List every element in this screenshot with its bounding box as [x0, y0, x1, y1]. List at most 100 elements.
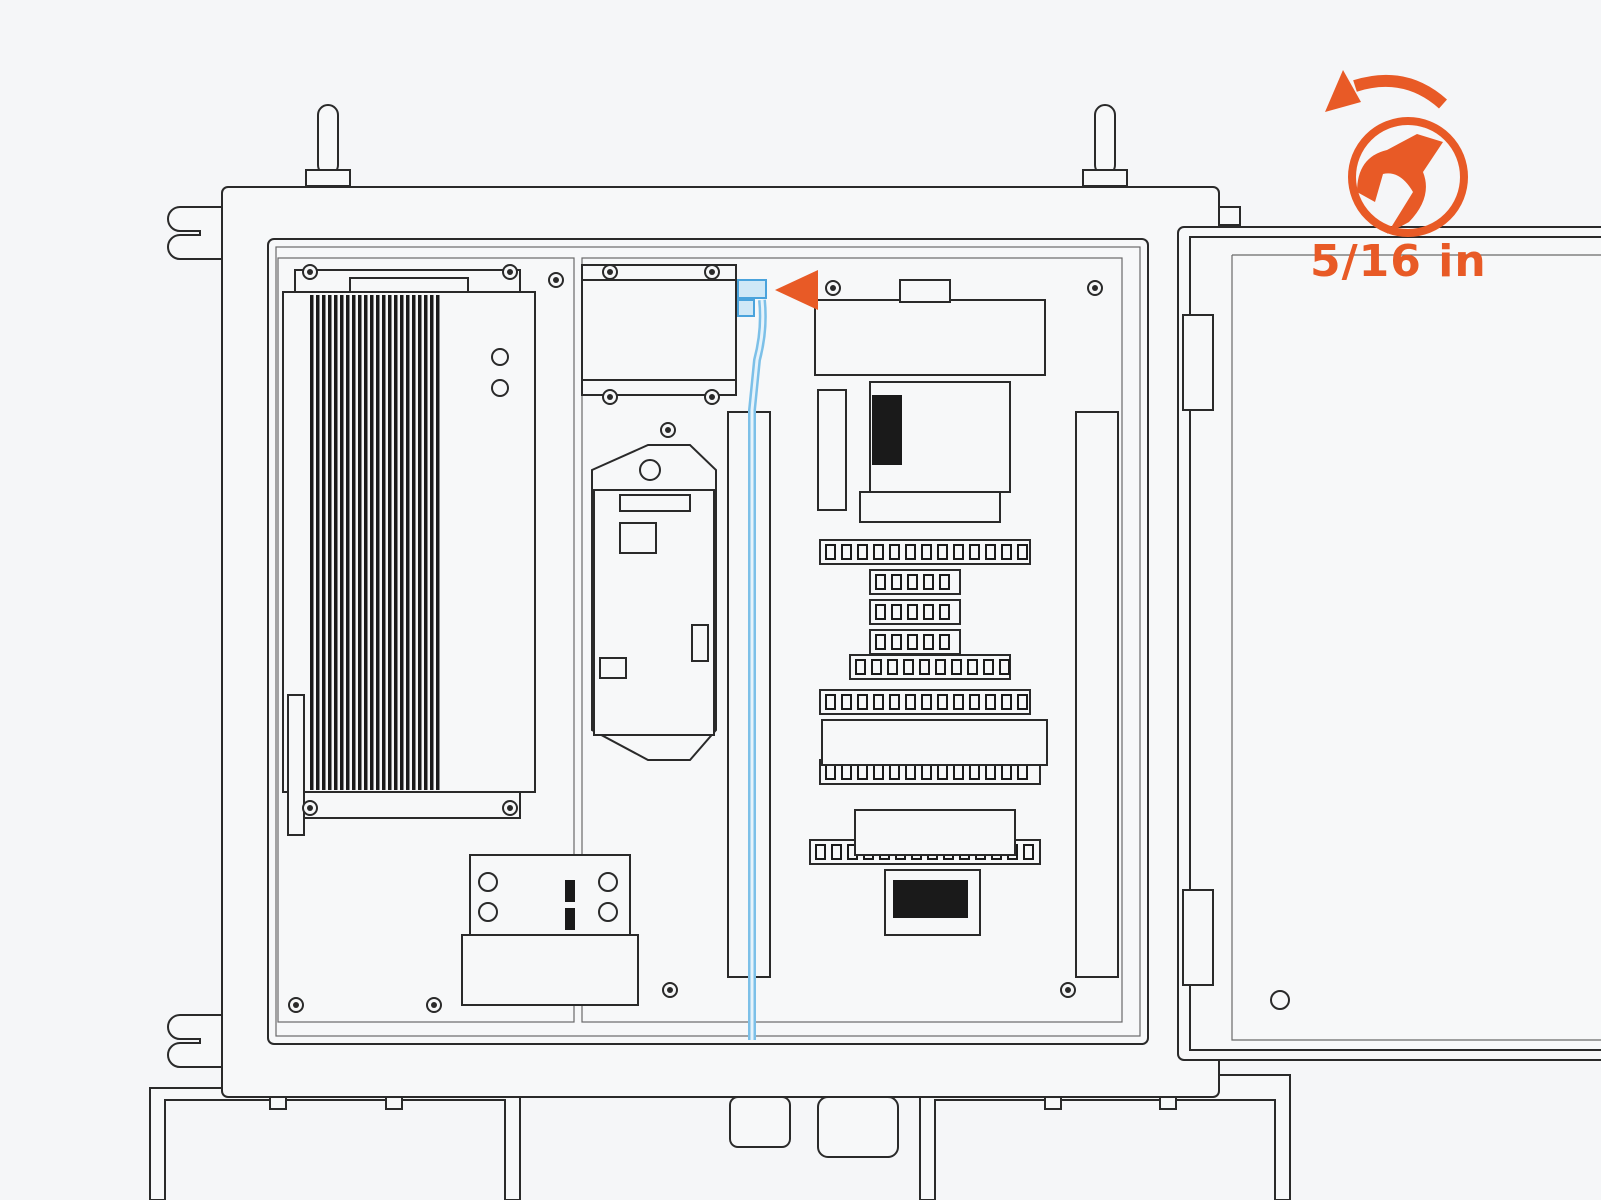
screw-center	[830, 285, 836, 291]
terminal-block-row	[869, 569, 961, 595]
screw-center	[1065, 987, 1071, 993]
terminal	[907, 604, 918, 620]
heatsink-fin	[316, 295, 320, 790]
terminal	[983, 659, 994, 675]
screw-center	[431, 1002, 437, 1008]
heatsink-fin	[346, 295, 350, 790]
terminal	[1023, 844, 1034, 860]
enclosure-door	[1177, 226, 1601, 1061]
screw-center	[607, 394, 613, 400]
terminal-block-row	[869, 629, 961, 655]
terminal	[857, 694, 868, 710]
heatsink-fin	[310, 295, 314, 790]
screw-center	[553, 277, 559, 283]
heatsink-fin	[352, 295, 356, 790]
terminal	[841, 544, 852, 560]
terminal	[905, 544, 916, 560]
comm-module	[581, 264, 737, 396]
heatsink-fin	[334, 295, 338, 790]
heatsink-fin	[436, 295, 440, 790]
heatsink-fin	[364, 295, 368, 790]
terminal	[953, 544, 964, 560]
terminal	[923, 604, 934, 620]
terminal	[939, 604, 950, 620]
screw-center	[307, 805, 313, 811]
terminal	[815, 844, 826, 860]
terminal	[857, 544, 868, 560]
terminal	[887, 659, 898, 675]
power-supply-heatsink	[282, 269, 536, 836]
terminal	[825, 544, 836, 560]
terminal	[953, 694, 964, 710]
terminal	[907, 574, 918, 590]
screw-center	[1092, 285, 1098, 291]
terminal	[937, 694, 948, 710]
terminal	[923, 634, 934, 650]
screw-center	[307, 269, 313, 275]
terminal	[923, 574, 934, 590]
terminal	[1017, 694, 1028, 710]
terminal	[891, 604, 902, 620]
terminal	[875, 634, 886, 650]
backplate-screws	[288, 264, 1103, 1013]
triangle-pointer-icon	[775, 270, 818, 310]
terminal	[1017, 544, 1028, 560]
terminal	[985, 544, 996, 560]
terminal	[873, 694, 884, 710]
heatsink-fin	[340, 295, 344, 790]
terminal-block-row	[869, 599, 961, 625]
heatsink-fin	[430, 295, 434, 790]
terminal	[937, 544, 948, 560]
terminal	[891, 574, 902, 590]
heatsink-fin	[412, 295, 416, 790]
screw-center	[667, 987, 673, 993]
terminal	[905, 694, 916, 710]
antenna-cable	[737, 279, 767, 1040]
heatsink-fin	[400, 295, 404, 790]
terminal	[939, 634, 950, 650]
heatsink-fin	[382, 295, 386, 790]
tool-instruction	[1325, 70, 1468, 237]
terminal	[875, 574, 886, 590]
counterclockwise-arrow-icon	[1325, 70, 1447, 112]
terminal	[969, 544, 980, 560]
terminal	[1001, 544, 1012, 560]
terminal	[841, 694, 852, 710]
terminal	[907, 634, 918, 650]
heatsink-fin	[418, 295, 422, 790]
heatsink-fin	[376, 295, 380, 790]
screw-center	[607, 269, 613, 275]
terminal	[919, 659, 930, 675]
terminal	[873, 544, 884, 560]
screw-center	[507, 805, 513, 811]
terminal	[939, 574, 950, 590]
terminal	[1001, 694, 1012, 710]
terminal	[903, 659, 914, 675]
terminal	[985, 694, 996, 710]
heatsink-fin	[388, 295, 392, 790]
heatsink-fin	[322, 295, 326, 790]
terminal	[891, 634, 902, 650]
terminal	[951, 659, 962, 675]
heatsink-fin	[406, 295, 410, 790]
tool-size-label: 5/16 in	[1310, 236, 1487, 287]
terminal	[889, 544, 900, 560]
terminal	[969, 694, 980, 710]
heatsink-fin	[328, 295, 332, 790]
terminal	[967, 659, 978, 675]
screw-center	[665, 427, 671, 433]
terminal	[875, 604, 886, 620]
heatsink-fin	[394, 295, 398, 790]
screw-center	[709, 269, 715, 275]
terminal	[825, 694, 836, 710]
terminal-block-stack	[809, 279, 1048, 936]
terminal	[831, 844, 842, 860]
eye-bolts	[305, 104, 1128, 187]
screw-center	[293, 1002, 299, 1008]
cable-glands	[269, 1096, 1177, 1158]
heatsink-fin	[424, 295, 428, 790]
terminal	[935, 659, 946, 675]
controller-board	[591, 444, 717, 761]
mounting-tabs	[167, 206, 1241, 1068]
